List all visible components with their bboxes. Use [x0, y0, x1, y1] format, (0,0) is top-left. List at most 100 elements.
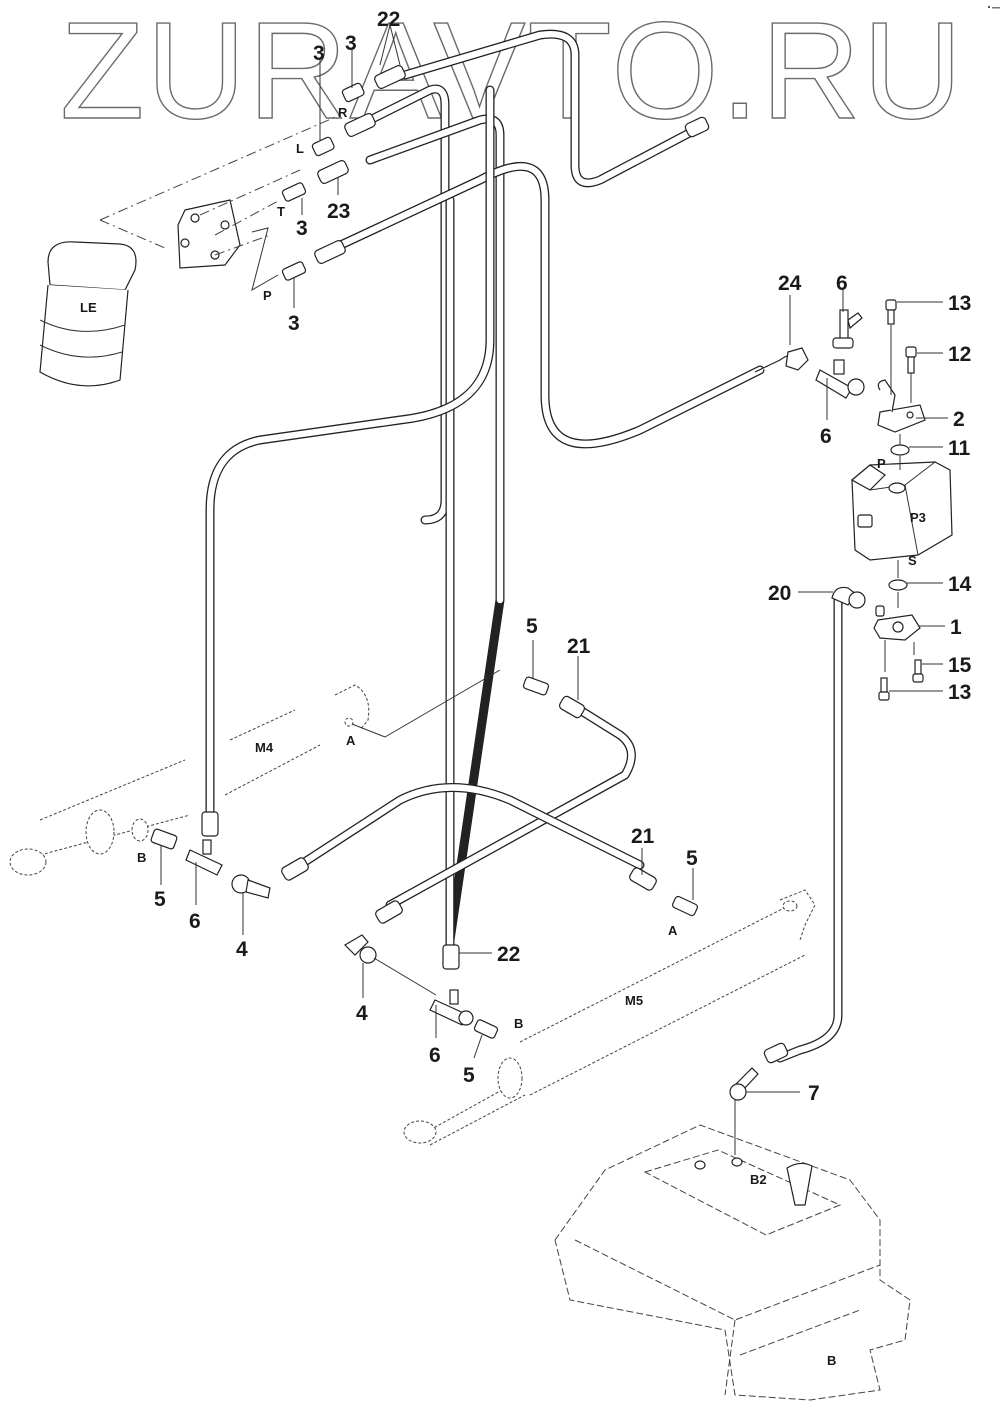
tee-6-bottom [429, 989, 474, 1026]
callout-15: 15 [922, 654, 972, 677]
callout-5-left: 5 [154, 846, 166, 911]
pipe-rigid-to-m4 [365, 84, 450, 525]
hose-nuts-valve-side [314, 65, 710, 264]
hose-nut-21-top [558, 695, 586, 719]
port-A-M5: A [668, 923, 678, 938]
hose-nut-22-mid [442, 944, 460, 970]
elbow-4-left [231, 874, 271, 899]
tank-B: B2 B [554, 1124, 911, 1401]
callout-24: 24 [778, 272, 802, 345]
svg-text:3: 3 [313, 42, 325, 65]
callout-22-top: 22 [377, 8, 401, 66]
svg-text:1: 1 [950, 616, 962, 639]
elbow-20 [831, 586, 866, 609]
leader-dashlines-LE [99, 114, 341, 292]
callout-3-t: 3 [296, 198, 308, 240]
callout-1: 1 [918, 616, 962, 639]
svg-text:2: 2 [953, 408, 965, 431]
svg-text:7: 7 [808, 1082, 820, 1105]
svg-text:13: 13 [948, 292, 971, 315]
svg-text:6: 6 [836, 272, 848, 295]
cylinder-M4: M4 [9, 669, 501, 876]
svg-text:11: 11 [948, 437, 971, 460]
screw-12 [905, 346, 917, 374]
svg-text:6: 6 [429, 1044, 441, 1067]
pipe-rigid-cross [295, 783, 645, 870]
port-S-pump: S [908, 553, 917, 568]
callout-12: 12 [917, 343, 971, 366]
pipe-rigid-20 [775, 595, 843, 1063]
callout-4-left: 4 [236, 892, 248, 961]
hose-nut-cross-left [281, 857, 309, 881]
callout-13-top: 13 [897, 292, 971, 315]
tee-fitting-6-mid [815, 359, 865, 399]
o-ring-14 [888, 579, 908, 591]
valve-LE: LE [39, 241, 137, 387]
label-P3: P3 [910, 510, 926, 525]
callout-3-b: 3 [345, 32, 357, 88]
port-T: T [277, 204, 285, 219]
svg-text:5: 5 [526, 615, 538, 638]
screw-13-bottom [878, 677, 890, 701]
svg-text:3: 3 [288, 312, 300, 335]
callout-23: 23 [327, 178, 350, 223]
tee-6-left [185, 839, 223, 876]
pipe-rigid-22-top [400, 29, 700, 188]
svg-text:23: 23 [327, 200, 350, 223]
callout-5-top: 5 [526, 615, 538, 678]
pipe-rigid-left-vertical [205, 85, 495, 830]
pipe-rigid-24 [325, 161, 765, 449]
callout-5-bottom: 5 [463, 1034, 483, 1087]
label-M5: M5 [625, 993, 643, 1008]
callout-13-bottom: 13 [889, 681, 971, 704]
callout-6-bottom: 6 [429, 1005, 441, 1067]
svg-text:20: 20 [768, 582, 791, 605]
callout-3-p: 3 [288, 278, 300, 335]
port-B-M4: B [137, 850, 146, 865]
callout-11: 11 [909, 437, 971, 460]
callout-2: 2 [916, 408, 965, 431]
callout-14: 14 [907, 573, 972, 596]
fitting-3-P [281, 261, 307, 281]
flange-1 [873, 605, 921, 641]
svg-text:21: 21 [567, 635, 591, 658]
label-B2: B2 [750, 1172, 767, 1187]
port-B-M5: B [514, 1016, 523, 1031]
callout-4-mid: 4 [356, 963, 368, 1025]
pipe-rigid-21-top [385, 705, 636, 910]
tee-fitting-6-top [832, 309, 863, 349]
fitting-3-L [311, 136, 335, 157]
callout-5-right: 5 [686, 847, 698, 900]
port-P-valve: P [263, 288, 272, 303]
adapter-5-left [150, 828, 178, 850]
svg-text:5: 5 [686, 847, 698, 870]
callout-6-mid: 6 [820, 378, 832, 448]
svg-text:24: 24 [778, 272, 802, 295]
port-R: R [338, 105, 348, 120]
label-M4: M4 [255, 740, 274, 755]
port-P-pump: P [877, 456, 886, 471]
adapter-5-top [522, 676, 550, 696]
pump-P3: P3 [850, 461, 953, 561]
hose-end-24 [754, 347, 809, 373]
callout-22-mid: 22 [459, 943, 520, 966]
adapter-5-bottom [473, 1019, 499, 1039]
svg-text:4: 4 [356, 1002, 368, 1025]
cylinder-M5: M5 [403, 889, 816, 1146]
pipe-rigid-22-mid [365, 114, 505, 950]
watermark: ZURAVTO.RU [60, 0, 964, 148]
adapter-5-right [671, 895, 699, 917]
flange-2 [877, 379, 926, 433]
port-L: L [296, 141, 304, 156]
elbow-4-mid [344, 934, 377, 964]
port-A-M4: A [346, 733, 356, 748]
flange-plate [177, 199, 241, 269]
pump-alignment-lines [884, 325, 915, 672]
label-LE: LE [80, 300, 97, 315]
hose-nut-20-bottom [763, 1042, 789, 1064]
svg-text:15: 15 [948, 654, 972, 677]
svg-text:3: 3 [296, 217, 308, 240]
svg-text:12: 12 [948, 343, 971, 366]
svg-text:21: 21 [631, 825, 655, 848]
